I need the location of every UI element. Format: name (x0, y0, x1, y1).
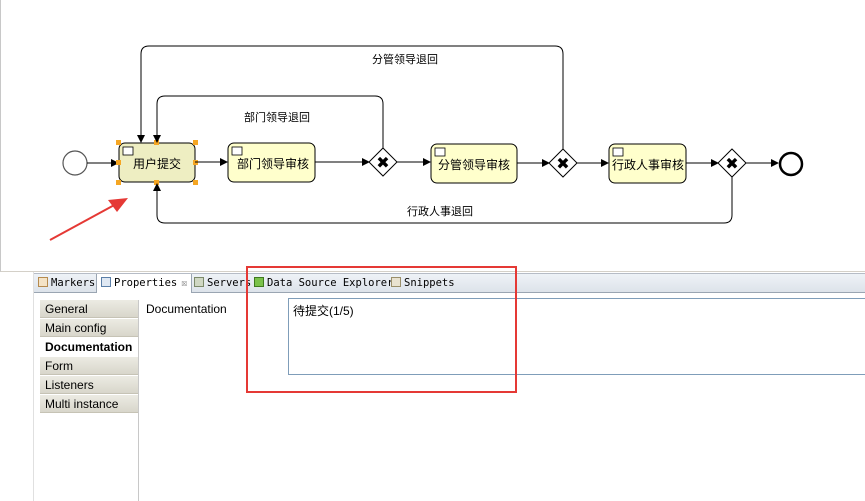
user-task-icon (122, 146, 134, 156)
section-main-config[interactable]: Main config (40, 319, 138, 337)
return-flow-branch[interactable] (137, 45, 564, 149)
task-admin-review[interactable]: 行政人事审核 (608, 143, 687, 184)
selection-handle[interactable] (116, 140, 121, 145)
section-documentation[interactable]: Documentation (40, 338, 138, 356)
selection-handle[interactable] (193, 180, 198, 185)
flow-label: 部门领导退回 (244, 110, 310, 124)
close-icon[interactable]: ☒ (181, 278, 188, 289)
exclusive-gateway[interactable]: ✖ (548, 148, 578, 178)
end-event[interactable] (778, 151, 804, 177)
selection-handle[interactable] (116, 180, 121, 185)
section-general[interactable]: General (40, 300, 138, 318)
task-user-submit[interactable]: 用户提交 (116, 140, 198, 185)
user-task-icon (434, 147, 446, 157)
tab-servers[interactable]: Servers (194, 274, 251, 293)
tab-label: Snippets (404, 277, 455, 289)
tab-data-source-explorer[interactable]: Data Source Explorer (254, 274, 393, 293)
section-listeners[interactable]: Listeners (40, 376, 138, 394)
return-flow-admin[interactable] (153, 177, 733, 224)
left-gutter (0, 272, 34, 501)
flow-label: 行政人事退回 (407, 204, 473, 218)
flow-label: 分管领导退回 (372, 52, 438, 66)
documentation-label: Documentation (146, 302, 227, 316)
task-dept-review[interactable]: 部门领导审核 (227, 142, 316, 183)
tab-label: Properties (114, 277, 178, 289)
annotation-highlight-box (246, 266, 517, 393)
properties-section-list: General Main config Documentation Form L… (40, 300, 139, 501)
data-source-icon (254, 277, 264, 287)
markers-icon (38, 277, 48, 287)
task-label: 用户提交 (133, 156, 181, 171)
snippets-icon (391, 277, 401, 287)
selection-handle[interactable] (116, 160, 121, 165)
gateway-x-icon: ✖ (376, 153, 389, 172)
task-label: 行政人事审核 (612, 157, 684, 172)
gateway-x-icon: ✖ (725, 154, 738, 173)
start-event[interactable] (62, 150, 88, 176)
section-multi-instance[interactable]: Multi instance (40, 395, 138, 413)
bpmn-diagram[interactable]: 用户提交 部门领导审核 ✖ 分管领导审核 (0, 0, 865, 272)
tab-label: Markers (51, 277, 96, 289)
tab-markers[interactable]: Markers (38, 274, 95, 293)
section-form[interactable]: Form (40, 357, 138, 375)
gateway-x-icon: ✖ (556, 154, 569, 173)
user-task-icon (612, 147, 624, 157)
servers-icon (194, 277, 204, 287)
return-flow-dept[interactable] (153, 95, 384, 148)
view-tab-bar: Markers Properties☒ Servers Data Source … (34, 273, 865, 293)
tab-snippets[interactable]: Snippets (391, 274, 455, 293)
documentation-textarea[interactable]: 待提交(1/5) (288, 298, 865, 375)
task-branch-review[interactable]: 分管领导审核 (430, 143, 518, 184)
exclusive-gateway[interactable]: ✖ (368, 147, 398, 177)
tab-label: Data Source Explorer (267, 277, 394, 289)
selection-handle[interactable] (193, 140, 198, 145)
user-task-icon (231, 146, 243, 156)
task-label: 部门领导审核 (237, 156, 309, 171)
annotation-arrow (49, 198, 128, 241)
properties-icon (101, 277, 111, 287)
exclusive-gateway[interactable]: ✖ (717, 148, 747, 178)
task-label: 分管领导审核 (438, 157, 510, 172)
selection-handle[interactable] (154, 180, 159, 185)
tab-properties[interactable]: Properties☒ (96, 274, 193, 293)
tab-label: Servers (207, 277, 252, 289)
